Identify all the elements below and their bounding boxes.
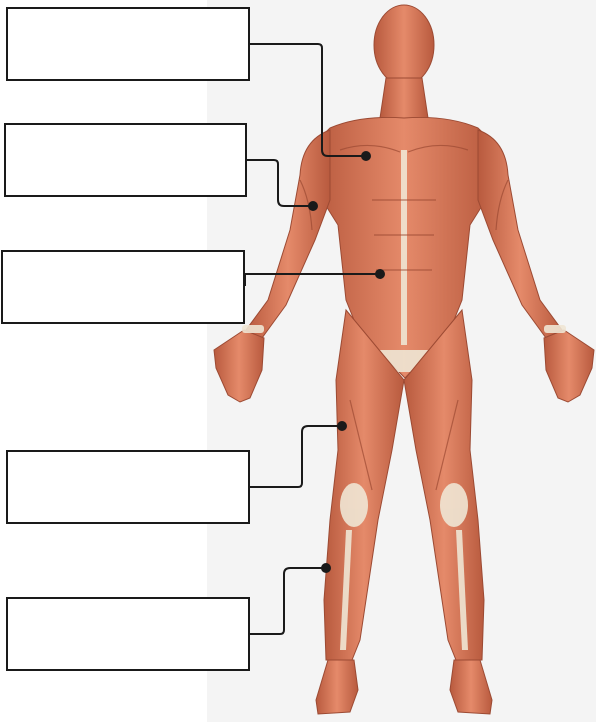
leader-line-4	[250, 426, 342, 487]
left-arm	[246, 130, 330, 338]
right-arm	[478, 130, 562, 338]
left-knee	[340, 483, 368, 527]
linea-alba	[401, 150, 407, 345]
dot-2	[308, 201, 318, 211]
leader-line-5	[250, 568, 326, 634]
neck	[380, 78, 428, 118]
right-hand	[544, 330, 594, 402]
right-foot	[450, 660, 492, 714]
right-wrist	[544, 325, 566, 333]
dot-3	[375, 269, 385, 279]
dot-1	[361, 151, 371, 161]
left-wrist	[242, 325, 264, 333]
label-box-4[interactable]	[6, 450, 250, 524]
label-box-5[interactable]	[6, 597, 250, 671]
label-box-2[interactable]	[4, 123, 247, 197]
head	[374, 5, 434, 85]
left-hand	[214, 330, 264, 402]
right-knee	[440, 483, 468, 527]
label-box-3[interactable]	[1, 250, 245, 324]
dot-5	[321, 563, 331, 573]
label-box-1[interactable]	[6, 7, 250, 81]
dot-4	[337, 421, 347, 431]
left-foot	[316, 660, 358, 714]
